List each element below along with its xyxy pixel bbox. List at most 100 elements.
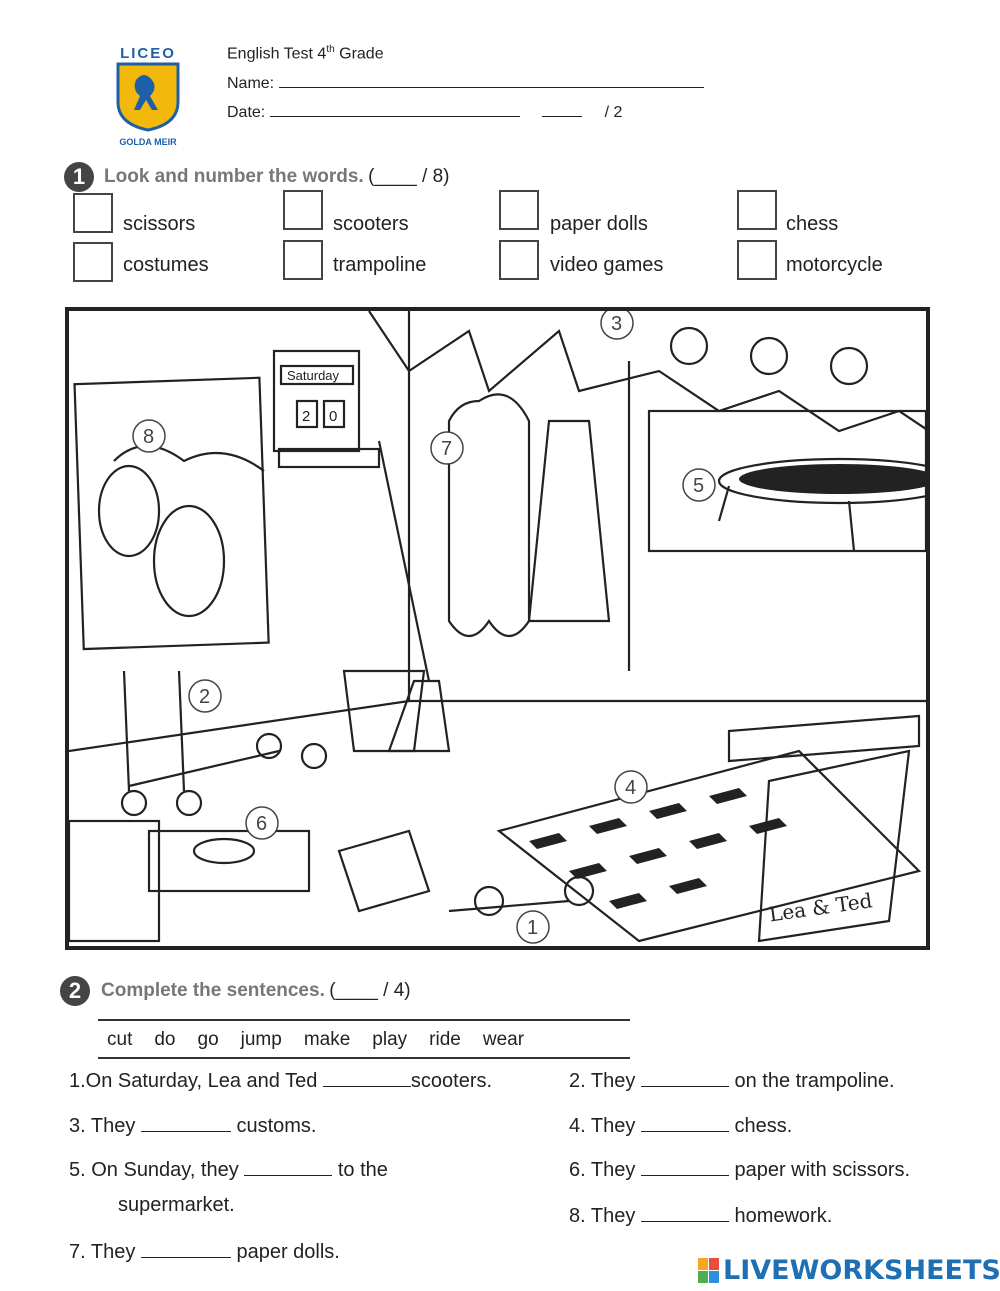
name-field[interactable]	[278, 73, 704, 88]
date-field[interactable]	[269, 102, 520, 117]
section1-heading: Look and number the words. (____ / 8)	[104, 166, 449, 188]
word-box-chess[interactable]	[737, 190, 777, 230]
title-sup: th	[326, 44, 335, 55]
section2-heading: Complete the sentences. (____ / 4)	[101, 980, 411, 1002]
shield-icon	[116, 62, 180, 132]
sentence-3-end: customs.	[230, 1115, 317, 1137]
marker-3-label: 3	[611, 313, 622, 335]
word-motorcycle: motorcycle	[786, 254, 883, 276]
test-title: English Test 4th Grade	[227, 44, 384, 63]
title-prefix: English Test 4	[227, 45, 327, 63]
sentence-4-start: 4. They	[569, 1115, 641, 1137]
marker-3: 3	[600, 311, 634, 340]
logo-bottom-text: GOLDA MEIR	[119, 137, 177, 147]
score-total: / 2	[604, 104, 623, 121]
marker-1-label: 1	[527, 917, 538, 939]
sentence-7-start: 7. They	[69, 1241, 141, 1263]
bank-word-jump: jump	[240, 1029, 282, 1050]
sentence-2-start: 2. They	[569, 1070, 641, 1092]
bank-word-do: do	[154, 1029, 176, 1050]
sentence-7: 7. They paper dolls.	[69, 1239, 340, 1264]
word-box-scissors[interactable]	[73, 193, 113, 233]
liveworksheets-logo-icon	[698, 1257, 719, 1283]
title-suffix: Grade	[334, 45, 384, 63]
word-trampoline: trampoline	[333, 254, 427, 276]
marker-8-label: 8	[143, 426, 154, 448]
sentence-5-end: to the	[332, 1159, 388, 1181]
sentence-1: 1.On Saturday, Lea and Ted scooters.	[69, 1068, 492, 1093]
answer-blank-5[interactable]	[244, 1157, 333, 1176]
section2-number: 2	[60, 976, 90, 1006]
date-row: Date: / 2	[227, 102, 622, 122]
logo-top-text: LICEO	[120, 45, 176, 62]
word-box-scooters[interactable]	[283, 190, 323, 230]
bank-word-cut: cut	[107, 1029, 133, 1050]
date-label: Date:	[227, 104, 270, 121]
section1-score: (____ / 8)	[368, 166, 450, 187]
bank-word-wear: wear	[482, 1029, 525, 1050]
sentence-8-start: 8. They	[569, 1205, 641, 1227]
word-paper-dolls: paper dolls	[550, 213, 648, 235]
word-video-games: video games	[550, 254, 664, 276]
bank-word-ride: ride	[429, 1029, 461, 1050]
sentence-6: 6. They paper with scissors.	[569, 1157, 910, 1182]
calendar-digit-2: 0	[329, 408, 337, 425]
sentence-2-end: on the trampoline.	[728, 1070, 895, 1092]
sentence-6-start: 6. They	[569, 1159, 641, 1181]
marker-8: 8	[132, 419, 166, 453]
word-bank: cut do go jump make play ride wear	[98, 1019, 630, 1059]
sentence-3: 3. They customs.	[69, 1113, 316, 1138]
section2-title: Complete the sentences.	[101, 980, 325, 1001]
sentence-8: 8. They homework.	[569, 1203, 832, 1228]
marker-4-label: 4	[625, 777, 636, 799]
sentence-5-continued: supermarket.	[118, 1194, 235, 1216]
sentence-8-end: homework.	[728, 1205, 833, 1227]
sentence-2: 2. They on the trampoline.	[569, 1068, 895, 1093]
photo-caption: Lea & Ted	[767, 888, 874, 926]
sentence-5-start: 5. On Sunday, they	[69, 1159, 245, 1181]
liveworksheets-brand[interactable]: LIVEWORKSHEETS	[698, 1255, 1000, 1286]
school-logo: LICEO GOLDA MEIR	[110, 45, 186, 150]
section2-score: (____ / 4)	[329, 980, 411, 1001]
marker-4: 4	[614, 770, 648, 804]
bank-word-go: go	[197, 1029, 219, 1050]
answer-blank-7[interactable]	[140, 1239, 231, 1258]
liveworksheets-label: LIVEWORKSHEETS	[723, 1255, 1000, 1286]
answer-blank-1[interactable]	[322, 1068, 411, 1087]
sentence-3-start: 3. They	[69, 1115, 141, 1137]
calendar-digit-1: 2	[302, 408, 310, 425]
sentence-4: 4. They chess.	[569, 1113, 792, 1138]
word-scooters: scooters	[333, 213, 409, 235]
word-box-costumes[interactable]	[73, 242, 113, 282]
marker-2-label: 2	[199, 686, 210, 708]
sentence-5: 5. On Sunday, they to the	[69, 1157, 388, 1182]
word-box-paper-dolls[interactable]	[499, 190, 539, 230]
answer-blank-8[interactable]	[640, 1203, 729, 1222]
word-box-trampoline[interactable]	[283, 240, 323, 280]
calendar-day: Saturday	[287, 368, 340, 383]
answer-blank-4[interactable]	[640, 1113, 729, 1132]
word-scissors: scissors	[123, 213, 196, 235]
answer-blank-6[interactable]	[640, 1157, 729, 1176]
word-chess: chess	[786, 213, 839, 235]
marker-7-label: 7	[441, 438, 452, 460]
bank-word-make: make	[303, 1029, 351, 1050]
sentence-1-end: scooters.	[410, 1070, 493, 1092]
word-box-video-games[interactable]	[499, 240, 539, 280]
marker-2: 2	[188, 679, 222, 713]
answer-blank-2[interactable]	[640, 1068, 729, 1087]
marker-7: 7	[430, 431, 464, 465]
marker-6: 6	[245, 806, 279, 840]
sentence-7-end: paper dolls.	[230, 1241, 340, 1263]
name-label: Name:	[227, 75, 279, 92]
score-field[interactable]	[542, 102, 583, 117]
marker-6-label: 6	[256, 813, 267, 835]
word-costumes: costumes	[123, 254, 209, 276]
room-illustration: Saturday 2 0 Lea & Ted 1 2 3 4 5 6 7 8	[65, 307, 930, 950]
sentence-6-end: paper with scissors.	[728, 1159, 911, 1181]
section1-title: Look and number the words.	[104, 166, 364, 187]
section1-number: 1	[64, 162, 94, 192]
answer-blank-3[interactable]	[140, 1113, 231, 1132]
marker-5-label: 5	[693, 475, 704, 497]
word-box-motorcycle[interactable]	[737, 240, 777, 280]
